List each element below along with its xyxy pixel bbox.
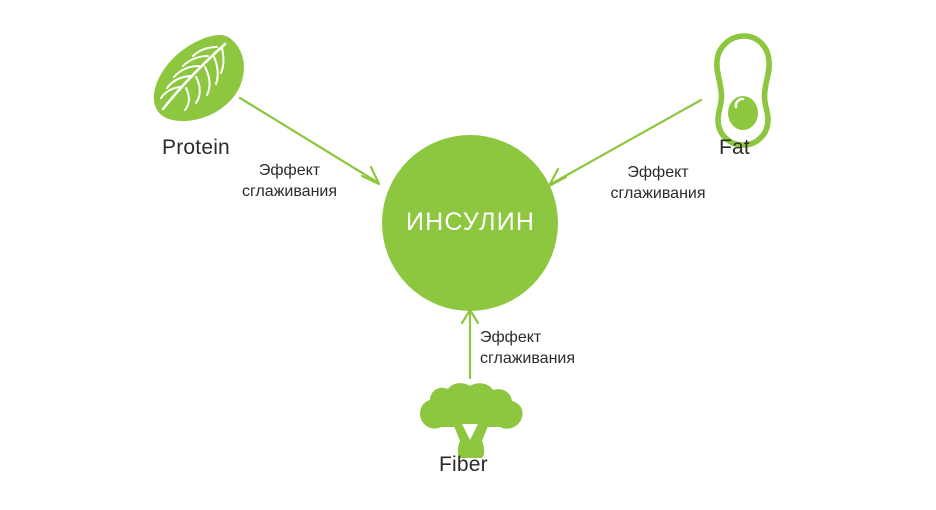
edge-label-fat-to-insulin: Эффект сглаживания bbox=[578, 162, 738, 204]
insulin-hub-circle bbox=[382, 135, 558, 311]
edge-label-line1: Эффект bbox=[480, 329, 542, 346]
arrow-protein-to-insulin bbox=[238, 96, 381, 186]
node-label-protein: Protein bbox=[162, 136, 230, 159]
edge-label-line1: Эффект bbox=[627, 164, 689, 181]
edge-label-fiber-to-insulin: Эффект сглаживания bbox=[480, 327, 610, 369]
edge-label-line1: Эффект bbox=[258, 162, 321, 179]
edge-label-line2: сглаживания bbox=[610, 185, 706, 202]
node-label-fiber: Fiber bbox=[439, 453, 488, 476]
edge-label-protein-to-insulin: Эффект сглаживания bbox=[212, 160, 367, 202]
avocado-icon bbox=[714, 33, 772, 148]
arrow-fiber-to-insulin bbox=[460, 308, 480, 380]
insulin-hub-label: ИНСУЛИН bbox=[406, 208, 536, 236]
edge-label-line2: сглаживания bbox=[241, 183, 337, 200]
edge-label-line2: сглаживания bbox=[480, 350, 576, 367]
broccoli-icon bbox=[420, 383, 523, 458]
arrow-fat-to-insulin bbox=[547, 98, 703, 188]
node-label-fat: Fat bbox=[719, 136, 750, 159]
leaf-icon bbox=[153, 35, 244, 125]
